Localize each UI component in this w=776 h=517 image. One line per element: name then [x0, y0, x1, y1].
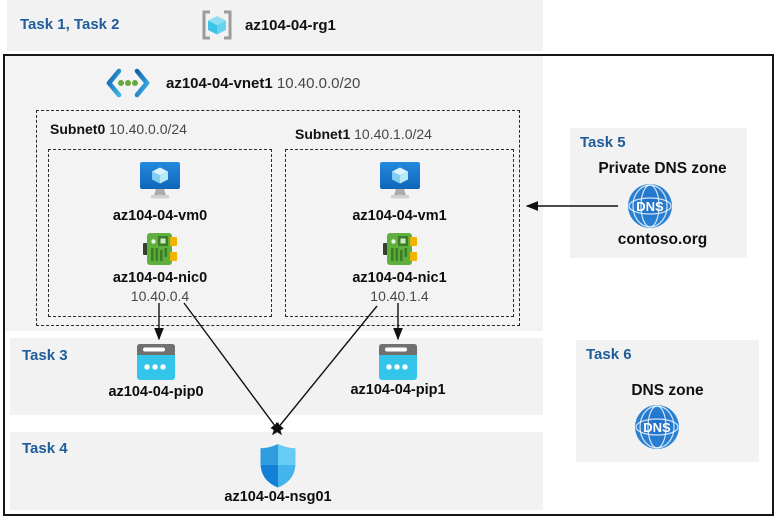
task5-box: Task 5 Private DNS zone DNS contoso.org: [570, 128, 747, 258]
resource-group-name: az104-04-rg1: [245, 17, 336, 34]
vnet-label: az104-04-vnet1 10.40.0.0/20: [166, 75, 360, 92]
task3-label: Task 3: [22, 347, 68, 364]
task6-label: Task 6: [586, 346, 632, 363]
resource-group-icon: [200, 8, 234, 42]
task6-box: Task 6 DNS zone DNS: [576, 340, 759, 462]
subnet1-label: Subnet1 10.40.1.0/24: [295, 126, 432, 142]
subnet0-label: Subnet0 10.40.0.0/24: [50, 121, 187, 137]
private-dns-zone-title: Private DNS zone: [598, 160, 727, 177]
task4-label: Task 4: [22, 440, 68, 457]
vm1-icon: [378, 162, 422, 202]
nsg-name: az104-04-nsg01: [224, 489, 332, 505]
nic1-icon: [382, 232, 418, 266]
nic0-ip: 10.40.0.4: [130, 288, 190, 304]
vm1-name: az104-04-vm1: [352, 208, 447, 224]
resource-group-header: Task 1, Task 2 az104-04-rg1: [7, 0, 543, 51]
task-1-2-label: Task 1, Task 2: [20, 16, 120, 33]
vnet-icon: [105, 67, 151, 99]
task4-strip: Task 4 az104-04-nsg01: [10, 432, 543, 510]
subnet1-cidr: 10.40.1.0/24: [354, 126, 432, 142]
vm0-name: az104-04-vm0: [112, 208, 208, 224]
subnet0-cidr: 10.40.0.0/24: [109, 121, 187, 137]
dns-icon-text: DNS: [636, 199, 664, 214]
nic0-icon: [142, 232, 178, 266]
vm0-icon: [138, 162, 182, 202]
nsg-icon: [260, 444, 296, 488]
nic1-name: az104-04-nic1: [352, 270, 447, 286]
subnet0-name: Subnet0: [50, 121, 106, 137]
private-dns-zone-icon: DNS: [627, 183, 673, 229]
subnet1-box: az104-04-vm1 az104-04-nic1 10.40.1.4: [285, 149, 514, 317]
dns-zone-title: DNS zone: [631, 382, 704, 399]
vnet-region: [5, 56, 543, 331]
task3-strip: Task 3 az104-04-pip0 az104-04-pip1: [10, 338, 543, 415]
subnet0-box: az104-04-vm0 az104-04-nic0 10.40.0.4: [48, 149, 272, 317]
nic0-name: az104-04-nic0: [112, 270, 208, 286]
nic1-ip: 10.40.1.4: [370, 288, 429, 304]
pip1-name: az104-04-pip1: [350, 382, 446, 398]
task5-label: Task 5: [580, 134, 626, 151]
vnet-name: az104-04-vnet1: [166, 75, 273, 92]
private-dns-zone-name: contoso.org: [617, 231, 708, 248]
dns-icon-text: DNS: [643, 420, 671, 435]
subnet1-name: Subnet1: [295, 126, 351, 142]
dns-zone-icon: DNS: [634, 404, 680, 450]
pip0-icon: [137, 344, 175, 380]
pip0-name: az104-04-pip0: [108, 384, 204, 400]
pip1-icon: [379, 344, 417, 380]
vnet-cidr: 10.40.0.0/20: [276, 75, 361, 92]
